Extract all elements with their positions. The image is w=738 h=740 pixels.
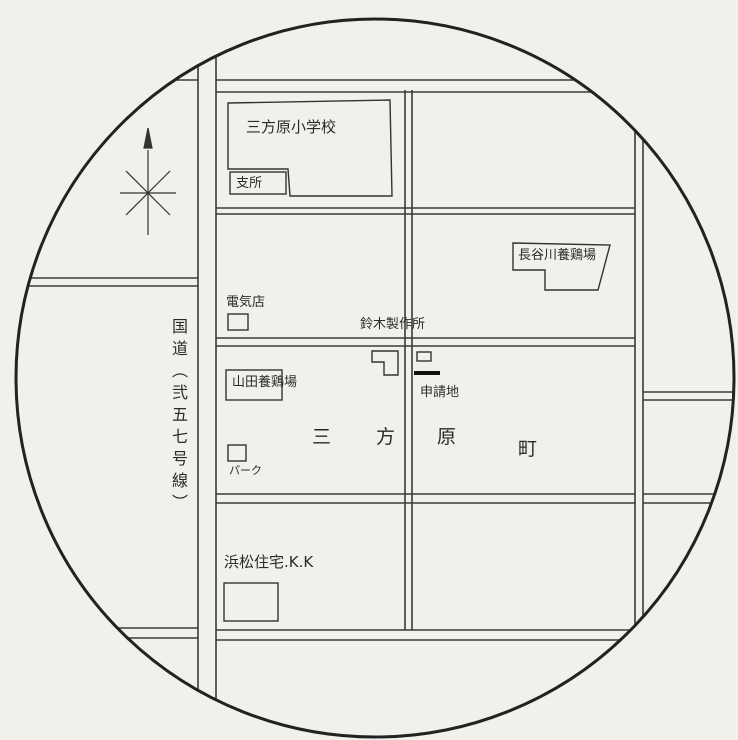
yamada-farm-building [225, 369, 283, 401]
suzuki-shop-building [371, 350, 399, 376]
school-label: 三方原小学校 [246, 118, 337, 136]
suzuki-shop-label: 鈴木製作所 [360, 317, 426, 332]
map-boundary-circle [14, 17, 736, 739]
electric-shop-building [227, 313, 249, 331]
town-name-char-2: 方 [376, 426, 396, 448]
nagai-farm-label: 長谷川養鶏場 [518, 248, 597, 263]
applicant-site-label: 申請地 [420, 385, 460, 400]
town-name-char-4: 町 [518, 438, 538, 460]
applicant-site-box [416, 351, 432, 362]
park-building [227, 444, 247, 462]
branch-office-label: 支所 [236, 176, 263, 191]
electric-shop-label: 電気店 [226, 295, 266, 310]
national-road-label: 国道（弐五七号線） [169, 318, 188, 516]
yamada-farm-label: 山田養鶏場 [232, 375, 298, 390]
park-label: パーク [229, 464, 262, 477]
town-name-char-3: 原 [437, 426, 457, 448]
company-label: 浜松住宅.K.K [224, 553, 314, 571]
compass-rose-icon [120, 127, 176, 235]
school-building [227, 99, 393, 197]
nagai-farm-building [512, 242, 611, 291]
town-name-char-1: 三 [312, 426, 332, 448]
branch-office-building [229, 171, 287, 195]
company-building [223, 582, 279, 622]
